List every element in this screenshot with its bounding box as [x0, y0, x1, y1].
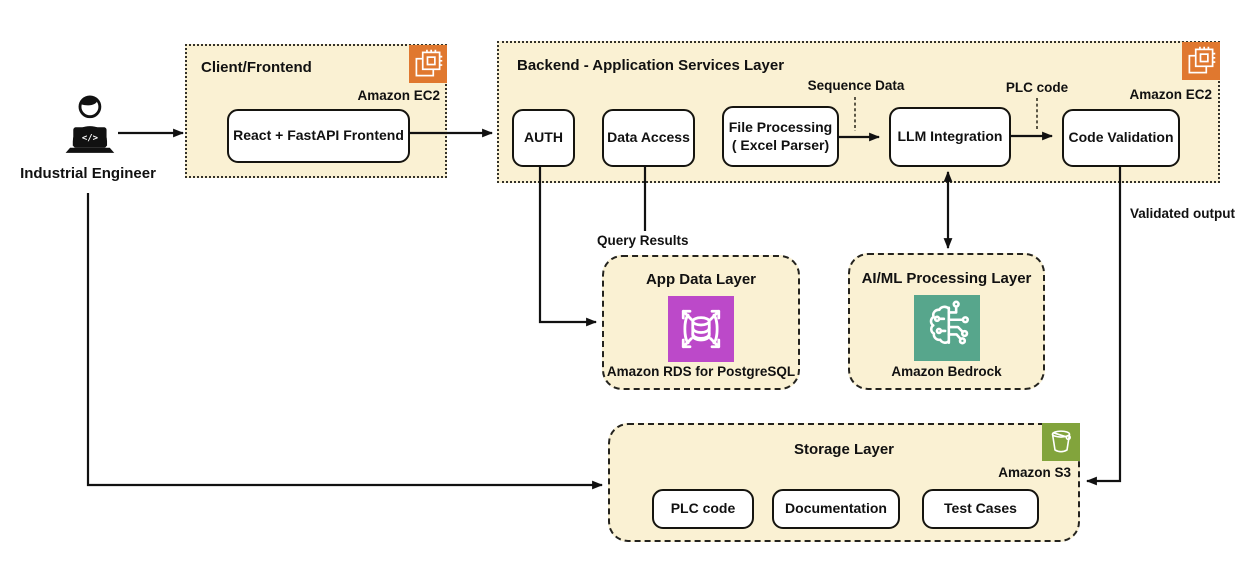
group-title: AI/ML Processing Layer [861, 270, 1032, 287]
group-title: App Data Layer [645, 271, 757, 288]
node-llm-integration: LLM Integration [889, 107, 1011, 167]
group-storage-layer: Storage Layer Amazon S3 PLC code Documen… [608, 423, 1080, 542]
group-aiml-processing-layer: AI/ML Processing Layer [848, 253, 1045, 390]
ec2-icon [409, 45, 447, 83]
edge-label-query-results: Query Results [597, 233, 689, 248]
service-label: Amazon S3 [998, 465, 1071, 480]
node-plc-code: PLC code [652, 489, 754, 529]
edge-label-validated-output: Validated output [1130, 206, 1236, 221]
edge-label-sequence-data: Sequence Data [807, 78, 905, 93]
actor-label: Industrial Engineer [20, 165, 156, 182]
ec2-icon [1182, 42, 1220, 80]
group-title: Storage Layer [793, 441, 895, 458]
node-test-cases: Test Cases [922, 489, 1039, 529]
group-backend-application-services: Backend - Application Services Layer Ama… [497, 41, 1220, 183]
group-title: Backend - Application Services Layer [517, 57, 785, 74]
group-title: Client/Frontend [201, 59, 312, 76]
group-client-frontend: Client/Frontend Amazon EC2 React + FastA… [185, 44, 447, 178]
service-label: Amazon EC2 [357, 88, 440, 103]
service-label: Amazon Bedrock [891, 364, 1002, 379]
rds-icon [668, 296, 734, 362]
node-react-fastapi-frontend: React + FastAPI Frontend [227, 109, 410, 163]
node-data-access: Data Access [602, 109, 695, 167]
engineer-laptop-icon: </> [65, 95, 115, 153]
service-label: Amazon RDS for PostgreSQL [606, 364, 796, 379]
edge-auth-to-appdata [538, 165, 598, 327]
node-code-validation: Code Validation [1062, 109, 1180, 167]
node-auth: AUTH [512, 109, 575, 167]
node-documentation: Documentation [772, 489, 900, 529]
node-file-processing: File Processing ( Excel Parser) [722, 106, 839, 167]
bedrock-icon [913, 295, 980, 361]
edge-engineer-to-storage [86, 193, 604, 490]
edge-label-plc-code: PLC code [1005, 80, 1069, 95]
svg-text:</>: </> [82, 134, 98, 144]
actor-industrial-engineer: </> Industrial Engineer [16, 90, 160, 182]
group-app-data-layer: App Data Layer Amazon RDS for Postg [602, 255, 800, 390]
service-label: Amazon EC2 [1129, 87, 1212, 102]
s3-bucket-icon [1042, 423, 1080, 461]
edge-codevalidation-to-storage [1085, 165, 1122, 486]
